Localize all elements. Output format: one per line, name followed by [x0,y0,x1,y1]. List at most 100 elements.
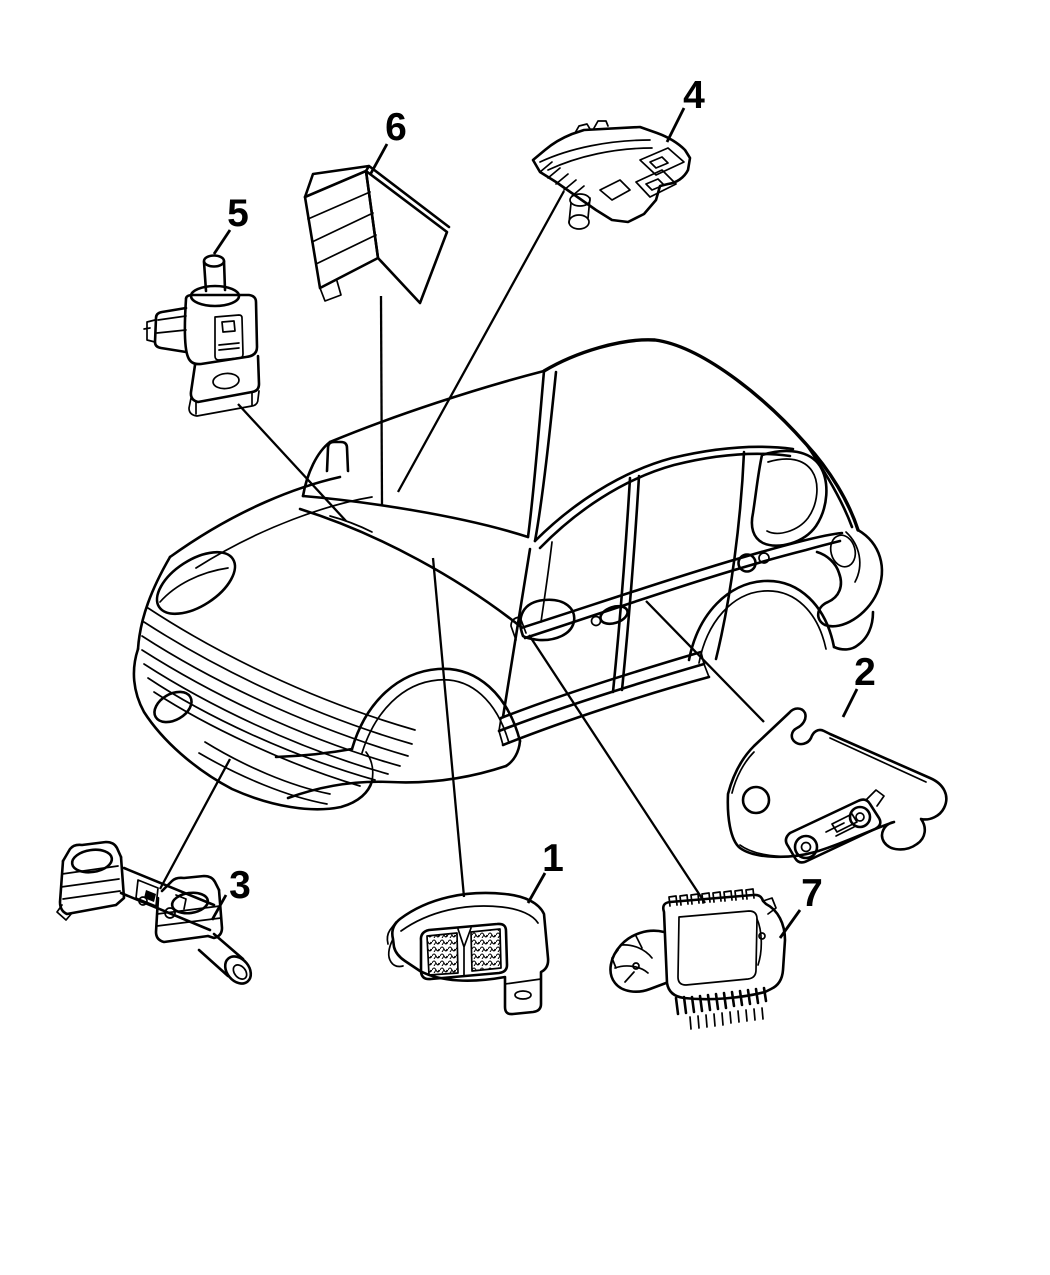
part1-connector-frame [419,922,509,981]
d-pillar [804,442,854,529]
front-bumper [132,647,374,811]
part2-sensor-screw1-inner [800,841,812,853]
callout-tick [210,894,228,921]
hood-crease [195,496,373,569]
part2-sensor-body [784,798,882,864]
part3-left-foot [56,904,73,921]
b-pillar-rear [620,474,641,692]
a-pillar [533,370,558,543]
windshield-top [328,369,546,444]
callout-tick [212,229,232,255]
leader-line [396,190,566,493]
part2-plate [726,707,948,859]
fog-lamp [153,690,193,724]
part7-bottom-pins-row2 [689,1007,764,1030]
front-corner-edge [136,555,172,651]
part7-bottom-pins-row1 [674,986,768,1016]
part3-left-block [58,855,126,916]
part4-bushing-top [569,193,591,207]
headlight [155,550,237,616]
rear-arch-outer [687,579,836,662]
part7-window [677,910,758,986]
leader-line [431,557,466,898]
part-3-front-sensor [56,840,253,985]
lower-grille [198,741,331,805]
callout-number[interactable]: 1 [542,837,564,880]
callout-1[interactable]: 1 [431,557,564,904]
part-6-module [303,164,451,305]
part2-edge-lines [731,737,927,858]
part1-divider [457,927,472,976]
part3-left-top [61,840,123,863]
rear-door-lock [758,552,770,564]
callout-6[interactable]: 6 [368,106,407,507]
windshield-left [301,440,332,498]
callout-5[interactable]: 5 [212,192,347,522]
callout-tick [368,143,389,176]
callout-number[interactable]: 4 [683,74,705,117]
callout-number[interactable]: 6 [385,106,407,149]
part3-left-ribs [60,865,121,900]
part1-pin-bay-right [470,928,502,972]
taillight [829,534,857,568]
part4-body [531,125,692,224]
callouts: 1 2 3 4 5 6 7 [158,74,876,939]
leader-line [645,600,765,723]
part4-connector-1 [639,147,685,176]
part3-right-hole [170,891,210,915]
callout-3[interactable]: 3 [158,758,251,921]
lower-body-line [286,764,508,800]
grille-slats [141,607,416,787]
part4-top-lines [539,139,653,171]
part3-right-ribs [156,905,222,927]
leader-line [158,758,232,890]
part3-beam-dark [144,890,156,902]
part7-harness-dot [632,962,640,970]
part5-connector [153,306,188,354]
cowl-detail [329,515,373,533]
part7-harness-facets [611,935,653,983]
part5-connector-detail [143,315,187,343]
part1-top-line [400,905,539,932]
rear-door-edge [714,450,746,661]
part5-window [214,314,244,361]
callout-tick [841,688,859,718]
part6-side-face [364,169,449,305]
part2-sensor-screw2-inner [855,812,865,822]
part-1-control-module [386,891,550,1016]
part-7-module [609,888,787,1030]
hood-edge [168,475,342,559]
front-arch-outer [350,667,522,751]
drip-rail-inner [538,452,792,550]
callout-number[interactable]: 7 [801,872,823,915]
part1-foot-line [504,978,542,985]
part5-foot-hole [212,372,240,390]
vehicle-body-outline [132,338,884,811]
part5-foot-flange [188,390,260,417]
callout-4[interactable]: 4 [396,74,705,493]
front-door-handle [599,604,629,626]
callout-2[interactable]: 2 [645,600,876,723]
fender-front-line [274,747,354,759]
bumper-corner [365,751,374,782]
callout-number[interactable]: 2 [854,651,876,694]
rear-door-handle [737,553,757,573]
part3-cylinder [197,932,245,978]
rocker-top [499,650,703,720]
part4-center-detail [599,179,631,201]
part3-left-hole [70,848,114,874]
callout-number[interactable]: 5 [227,192,249,235]
rocker-ends [498,651,710,746]
part6-ribs [307,191,377,265]
part7-edge-dot [758,932,766,940]
part4-top-bumps [574,120,609,134]
part4-bushing-sides [568,197,591,224]
front-door-lock [590,615,602,627]
callout-number[interactable]: 3 [229,864,251,907]
b-pillar-front [611,476,632,694]
callout-7[interactable]: 7 [528,634,823,939]
part5-pin-top [202,254,226,268]
part6-front-face [303,169,380,290]
callout-tick [778,909,802,939]
